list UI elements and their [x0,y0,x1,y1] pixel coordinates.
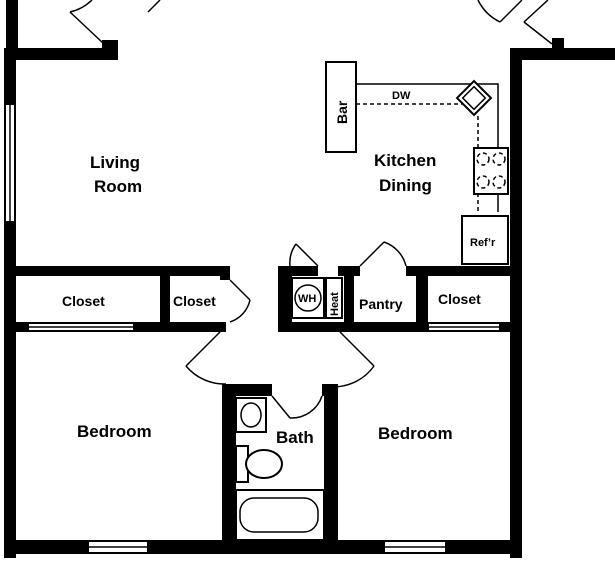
heat-label: Heat [329,292,341,316]
refrigerator [461,215,509,265]
utility-closet: WH Heat [291,277,343,319]
closet-doors [27,322,501,332]
bar-counter [325,61,357,153]
entry-doors [69,0,553,45]
closet-middle-label: Closet [173,293,216,309]
windows [4,103,447,554]
bedroom-right-label: Bedroom [378,424,453,443]
water-heater-label: WH [298,293,316,305]
refrigerator-label: Ref’r [470,237,496,249]
interior-walls [16,266,512,544]
pantry-label: Pantry [359,296,403,312]
exterior-walls [4,0,615,558]
sink [455,79,493,117]
living-room-label-line2: Room [94,177,142,196]
toilet-bowl [245,449,283,479]
kitchen-fixtures: Bar DW Ref’r [325,61,509,265]
bath-label: Bath [276,428,314,447]
interior-doors [185,241,407,419]
stove [473,147,509,195]
water-heater [294,284,322,312]
living-room-label-line1: Living [90,153,140,172]
room-labels: Living Room Kitchen Dining Closet Closet… [62,151,481,447]
bar-label: Bar [334,100,350,124]
kitchen-label-line2: Dining [379,176,432,195]
bedroom-left-label: Bedroom [77,422,152,441]
closet-right-label: Closet [438,291,481,307]
kitchen-label-line1: Kitchen [374,151,436,170]
bath-fixtures [235,397,325,541]
dishwasher-label: DW [392,90,411,102]
closet-left-label: Closet [62,293,105,309]
heat-unit [325,277,343,319]
